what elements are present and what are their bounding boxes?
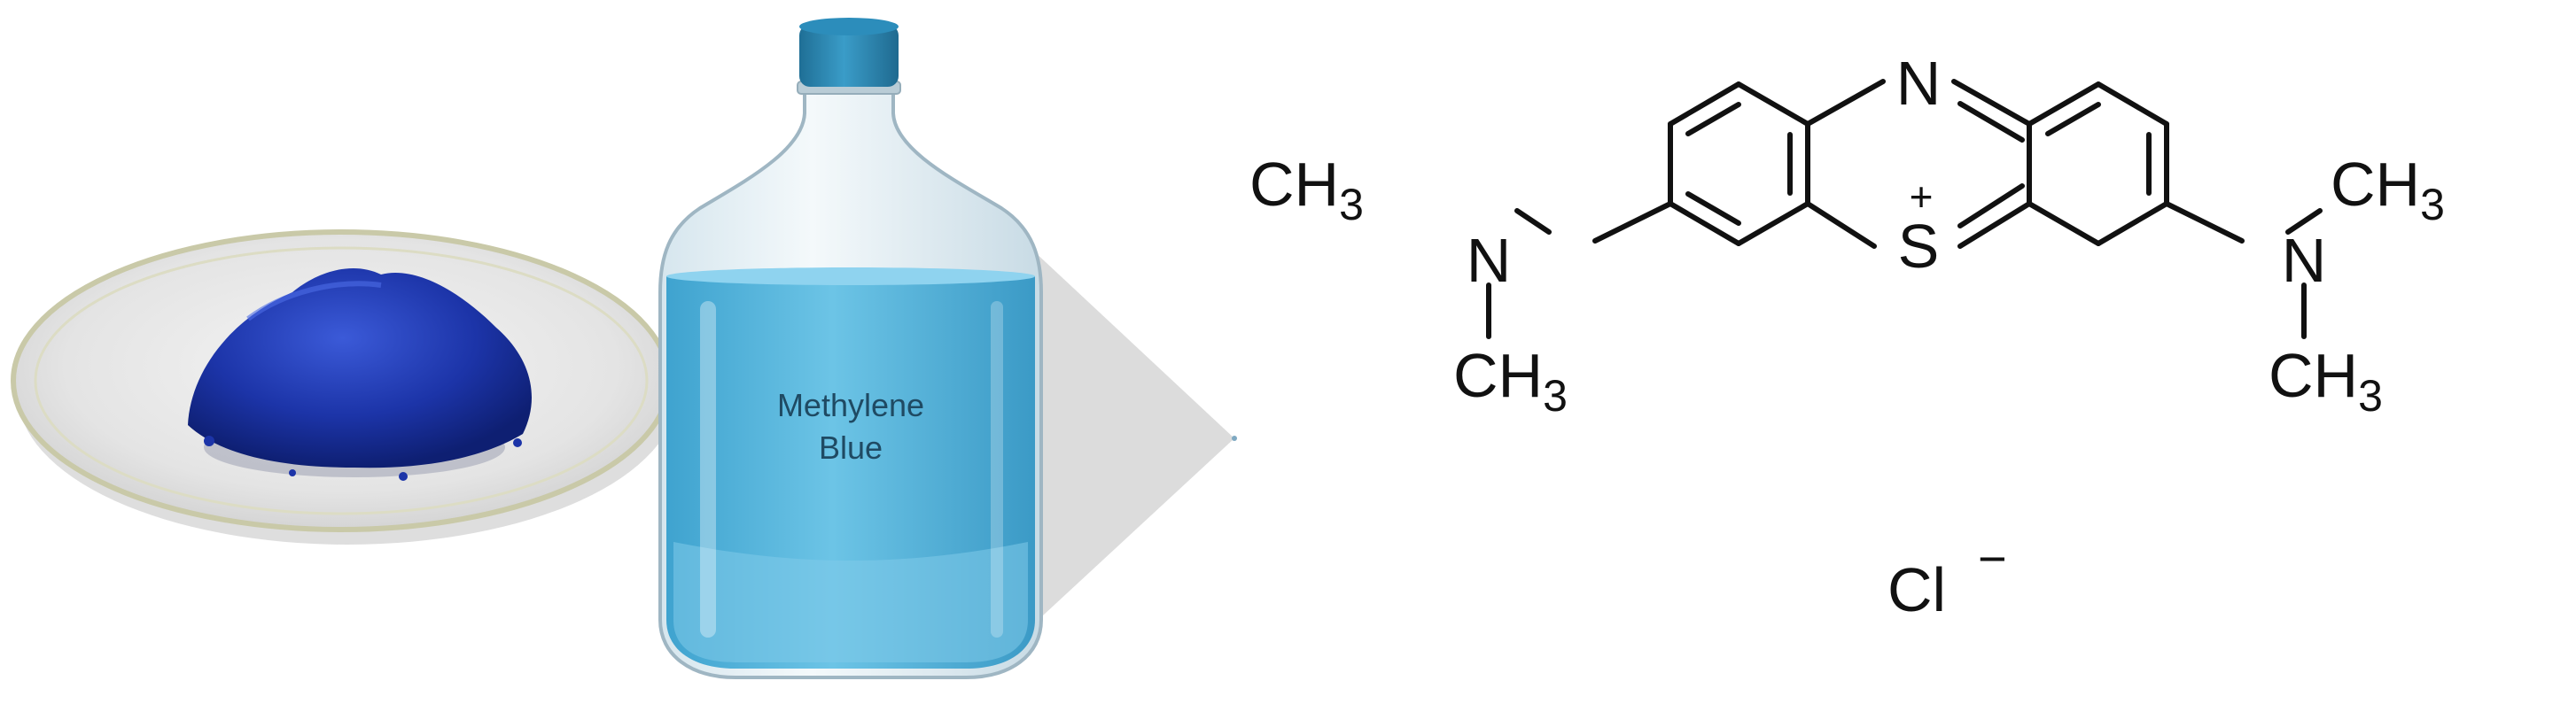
chloride-charge: − <box>1978 530 2007 586</box>
chloride-counterion: Cl <box>1887 555 1946 624</box>
bottle-label-line-2: Blue <box>819 429 883 466</box>
ring-nitrogen: N <box>1896 49 1942 118</box>
methylene-blue-structure: N S + N CH3 CH3 N CH3 CH3 Cl − <box>1249 49 2445 624</box>
left-amine-nitrogen: N <box>1467 226 1512 295</box>
ring-sulfur: S <box>1898 212 1940 281</box>
sulfur-charge: + <box>1910 174 1934 220</box>
left-methyl-bottom: CH3 <box>1453 341 1568 421</box>
right-methyl-bottom: CH3 <box>2269 341 2383 421</box>
bottle-label-line-1: Methylene <box>777 387 924 423</box>
callout-point-icon <box>1232 436 1237 441</box>
right-amine-nitrogen: N <box>2282 226 2327 295</box>
bond-lines <box>1486 79 2323 339</box>
callout-triangle <box>1019 237 1234 638</box>
right-methyl-top: CH3 <box>2331 150 2445 229</box>
left-methyl-top: CH3 <box>1249 150 1364 229</box>
blue-powder-pile <box>188 267 532 481</box>
bottle-cap <box>799 25 899 87</box>
reagent-bottle: Methylene Blue <box>658 18 1043 679</box>
